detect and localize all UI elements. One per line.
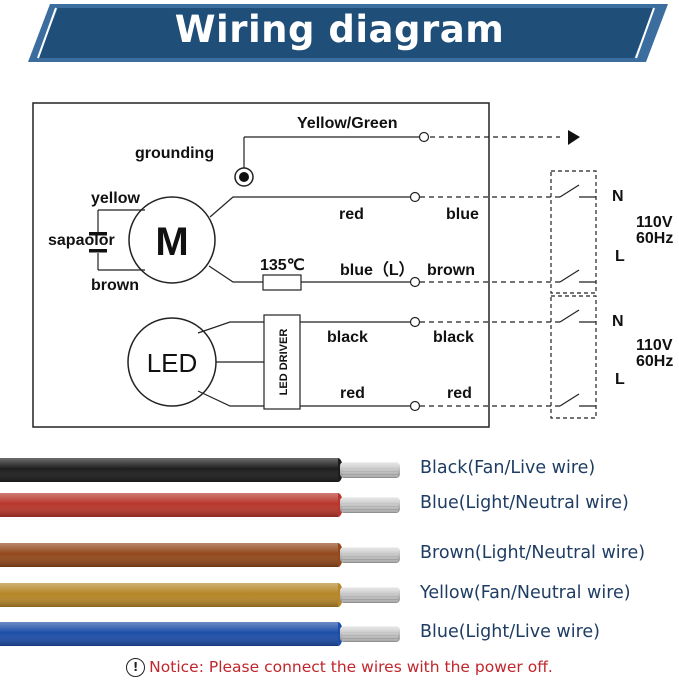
cable-label-1: Black(Fan/Live wire) [420, 458, 596, 478]
supply2-n: N [612, 313, 624, 330]
terminal-brown [409, 276, 421, 288]
wiring-diagram: Yellow/Green grounding M yellow sapaolor… [32, 102, 673, 428]
led-red-label: red [340, 385, 365, 402]
led-driver-box [263, 314, 301, 410]
switch-box-1 [550, 170, 597, 294]
thermal-fuse-label: 135℃ [260, 257, 305, 274]
cap-label: sapaolor [48, 232, 115, 249]
terminal-red-label: red [447, 385, 472, 402]
cable-label-4: Yellow(Fan/Neutral wire) [420, 583, 631, 603]
led-symbol: LED [147, 348, 198, 378]
page-title: Wiring diagram [174, 8, 505, 51]
motor-red-label: red [339, 206, 364, 223]
supply1-n: N [612, 188, 624, 205]
capacitor-icon [89, 232, 107, 236]
supply1-l: L [615, 248, 625, 265]
supply2-freq: 60Hz [636, 353, 673, 370]
title-banner [28, 4, 668, 62]
supply2-l: L [615, 371, 625, 388]
terminal-black [409, 316, 421, 328]
supply1-freq: 60Hz [636, 230, 673, 247]
terminal-blue [409, 191, 421, 203]
notice: !Notice: Please connect the wires with t… [0, 658, 679, 677]
supply1-voltage: 110V [636, 214, 673, 231]
supply2-voltage: 110V [636, 337, 673, 354]
led-driver-label: LED DRIVER [278, 329, 290, 396]
cable-label-5: Blue(Light/Live wire) [420, 622, 600, 642]
motor-circle [128, 196, 216, 284]
ground-symbol-icon [568, 130, 580, 145]
terminal-blue-label: blue [446, 206, 479, 223]
terminal-black-label: black [433, 329, 474, 346]
ground-wire-terminal [418, 131, 430, 143]
switch-box-2 [550, 295, 597, 419]
cable-samples [0, 458, 400, 646]
cable-label-2: Blue(Light/Neutral wire) [420, 493, 629, 513]
motor-symbol: M [155, 220, 188, 264]
cable-3 [0, 543, 400, 567]
cable-4 [0, 583, 400, 607]
cable-5 [0, 622, 400, 646]
exclamation-circle-icon: ! [126, 658, 146, 677]
notice-text: Notice: Please connect the wires with th… [149, 658, 553, 676]
cap-brown-label: brown [91, 277, 139, 294]
motor-blue-label: blue（L） [340, 261, 415, 279]
terminal-brown-label: brown [427, 262, 475, 279]
terminal-red [409, 400, 421, 412]
cable-1 [0, 458, 400, 482]
ground-wire-label: Yellow/Green [297, 115, 397, 132]
cap-yellow-label: yellow [91, 190, 140, 207]
grounding-label: grounding [135, 145, 214, 162]
cable-2 [0, 493, 400, 517]
fixture-enclosure [32, 102, 490, 428]
led-black-label: black [327, 329, 368, 346]
cable-label-3: Brown(Light/Neutral wire) [420, 543, 646, 563]
thermal-fuse [262, 274, 302, 291]
